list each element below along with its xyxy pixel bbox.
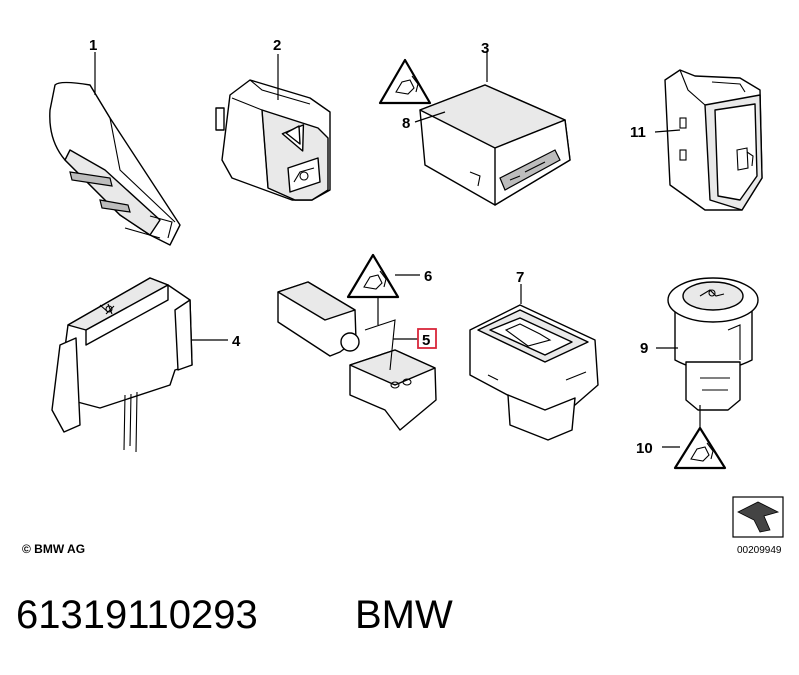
warning-label-6: [346, 253, 400, 299]
direction-arrow-icon: [732, 496, 784, 538]
brand-name: BMW: [355, 593, 453, 637]
part-5-bracket-assembly: [277, 281, 437, 431]
callout-3: 3: [481, 40, 489, 57]
part-number: 61319110293: [16, 593, 258, 637]
warning-label-10: [673, 426, 727, 470]
part-9-round-switch: [667, 277, 759, 411]
leader-11: [654, 129, 681, 133]
part-7-trunk-switch: [469, 304, 599, 441]
callout-5: 5: [422, 332, 430, 349]
callout-1: 1: [89, 37, 97, 54]
part-11-fuel-door-switch: [664, 69, 763, 211]
part-2-hazard-switch: [215, 79, 331, 201]
part-4-fan-switch: [51, 277, 193, 453]
warning-label-8: [378, 58, 432, 105]
callout-4: 4: [232, 333, 241, 350]
part-3-seat-heating-switch: [419, 84, 571, 206]
copyright-text: © BMW AG: [22, 542, 85, 556]
callout-10: 10: [636, 440, 653, 457]
callout-7: 7: [516, 269, 524, 286]
callout-8: 8: [402, 115, 410, 132]
part-1-switch-cap: [49, 81, 181, 246]
callout-2: 2: [273, 37, 281, 54]
callout-6: 6: [424, 268, 432, 285]
document-number: 00209949: [737, 545, 782, 556]
leader-8: [414, 111, 446, 123]
callout-5-highlight: [417, 328, 437, 349]
callout-9: 9: [640, 340, 648, 357]
callout-11: 11: [630, 124, 646, 141]
